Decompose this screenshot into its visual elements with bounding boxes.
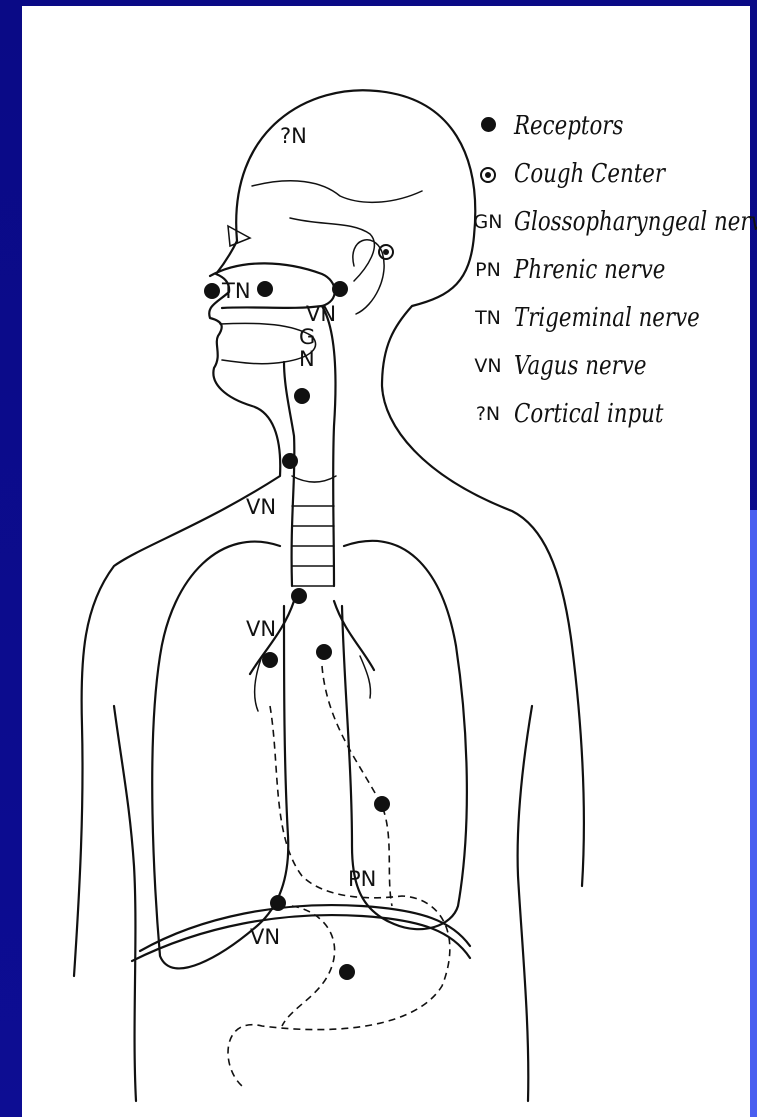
figure-panel: ?N TN VN G N VN VN PN VN Receptors Cough… [22,6,750,1117]
receptor-abdomen [339,964,355,980]
ringed-dot-icon [480,167,496,183]
legend: Receptors Cough Center GN Glossopharynge… [462,102,757,438]
receptor-left-bronchus [262,652,278,668]
label-trigeminal: TN [221,279,251,303]
legend-symbol [462,115,514,137]
cough-center-dot [383,249,389,255]
label-vagus-larynx: VN [246,495,276,519]
trachea-rings [292,506,334,586]
vagus-abdominal-path [228,706,450,1086]
pharynx-front [284,362,294,586]
legend-text: Cough Center [514,159,665,189]
skull-fold [252,181,422,203]
eye-mark [228,226,250,246]
legend-text: Trigeminal nerve [514,303,700,333]
legend-symbol: PN [462,259,514,281]
legend-text: Vagus nerve [514,351,646,381]
receptor-trachea [291,588,307,604]
legend-item-trigeminal: TN Trigeminal nerve [462,294,757,342]
legend-symbol: ?N [462,403,514,425]
label-vagus-ear: VN [306,302,336,326]
label-glosso-g: G [299,325,315,349]
legend-text: Cortical input [514,399,663,429]
receptor-lung [374,796,390,812]
legend-item-glossopharyngeal: GN Glossopharyngeal nerve [462,198,757,246]
receptor-ear [332,281,348,297]
brain-fold [290,218,374,281]
right-bronchus [334,601,374,670]
legend-symbol [462,163,514,185]
receptor-larynx [282,453,298,469]
torso-right [518,706,532,1101]
legend-item-receptors: Receptors [462,102,757,150]
legend-item-cough-center: Cough Center [462,150,757,198]
receptor-right-bronchus [316,644,332,660]
left-lung [152,542,288,969]
pharynx-back [322,306,336,586]
receptor-nasal-1 [204,283,220,299]
torso-left [114,706,136,1101]
legend-item-phrenic: PN Phrenic nerve [462,246,757,294]
label-vagus-bronchi: VN [246,617,276,641]
diaphragm-top [140,905,470,951]
larynx-ring [292,476,336,482]
label-vagus-abdomen: VN [250,925,280,949]
legend-text: Phrenic nerve [514,255,665,285]
legend-symbol: GN [462,211,514,233]
receptor-nasal-2 [257,281,273,297]
label-cortical-input: ?N [280,124,307,148]
legend-symbol: TN [462,307,514,329]
receptor-pharynx [294,388,310,404]
legend-text: Receptors [514,111,623,141]
legend-item-cortical: ?N Cortical input [462,390,757,438]
diaphragm-bottom [132,915,470,961]
legend-item-vagus: VN Vagus nerve [462,342,757,390]
legend-symbol: VN [462,355,514,377]
receptor-diaphragm [270,895,286,911]
label-glosso-n: N [299,347,315,371]
label-phrenic: PN [348,867,376,891]
legend-text: Glossopharyngeal nerve [514,207,757,237]
filled-dot-icon [481,117,496,132]
stomach-outline [282,906,335,1026]
face-profile [74,241,280,976]
